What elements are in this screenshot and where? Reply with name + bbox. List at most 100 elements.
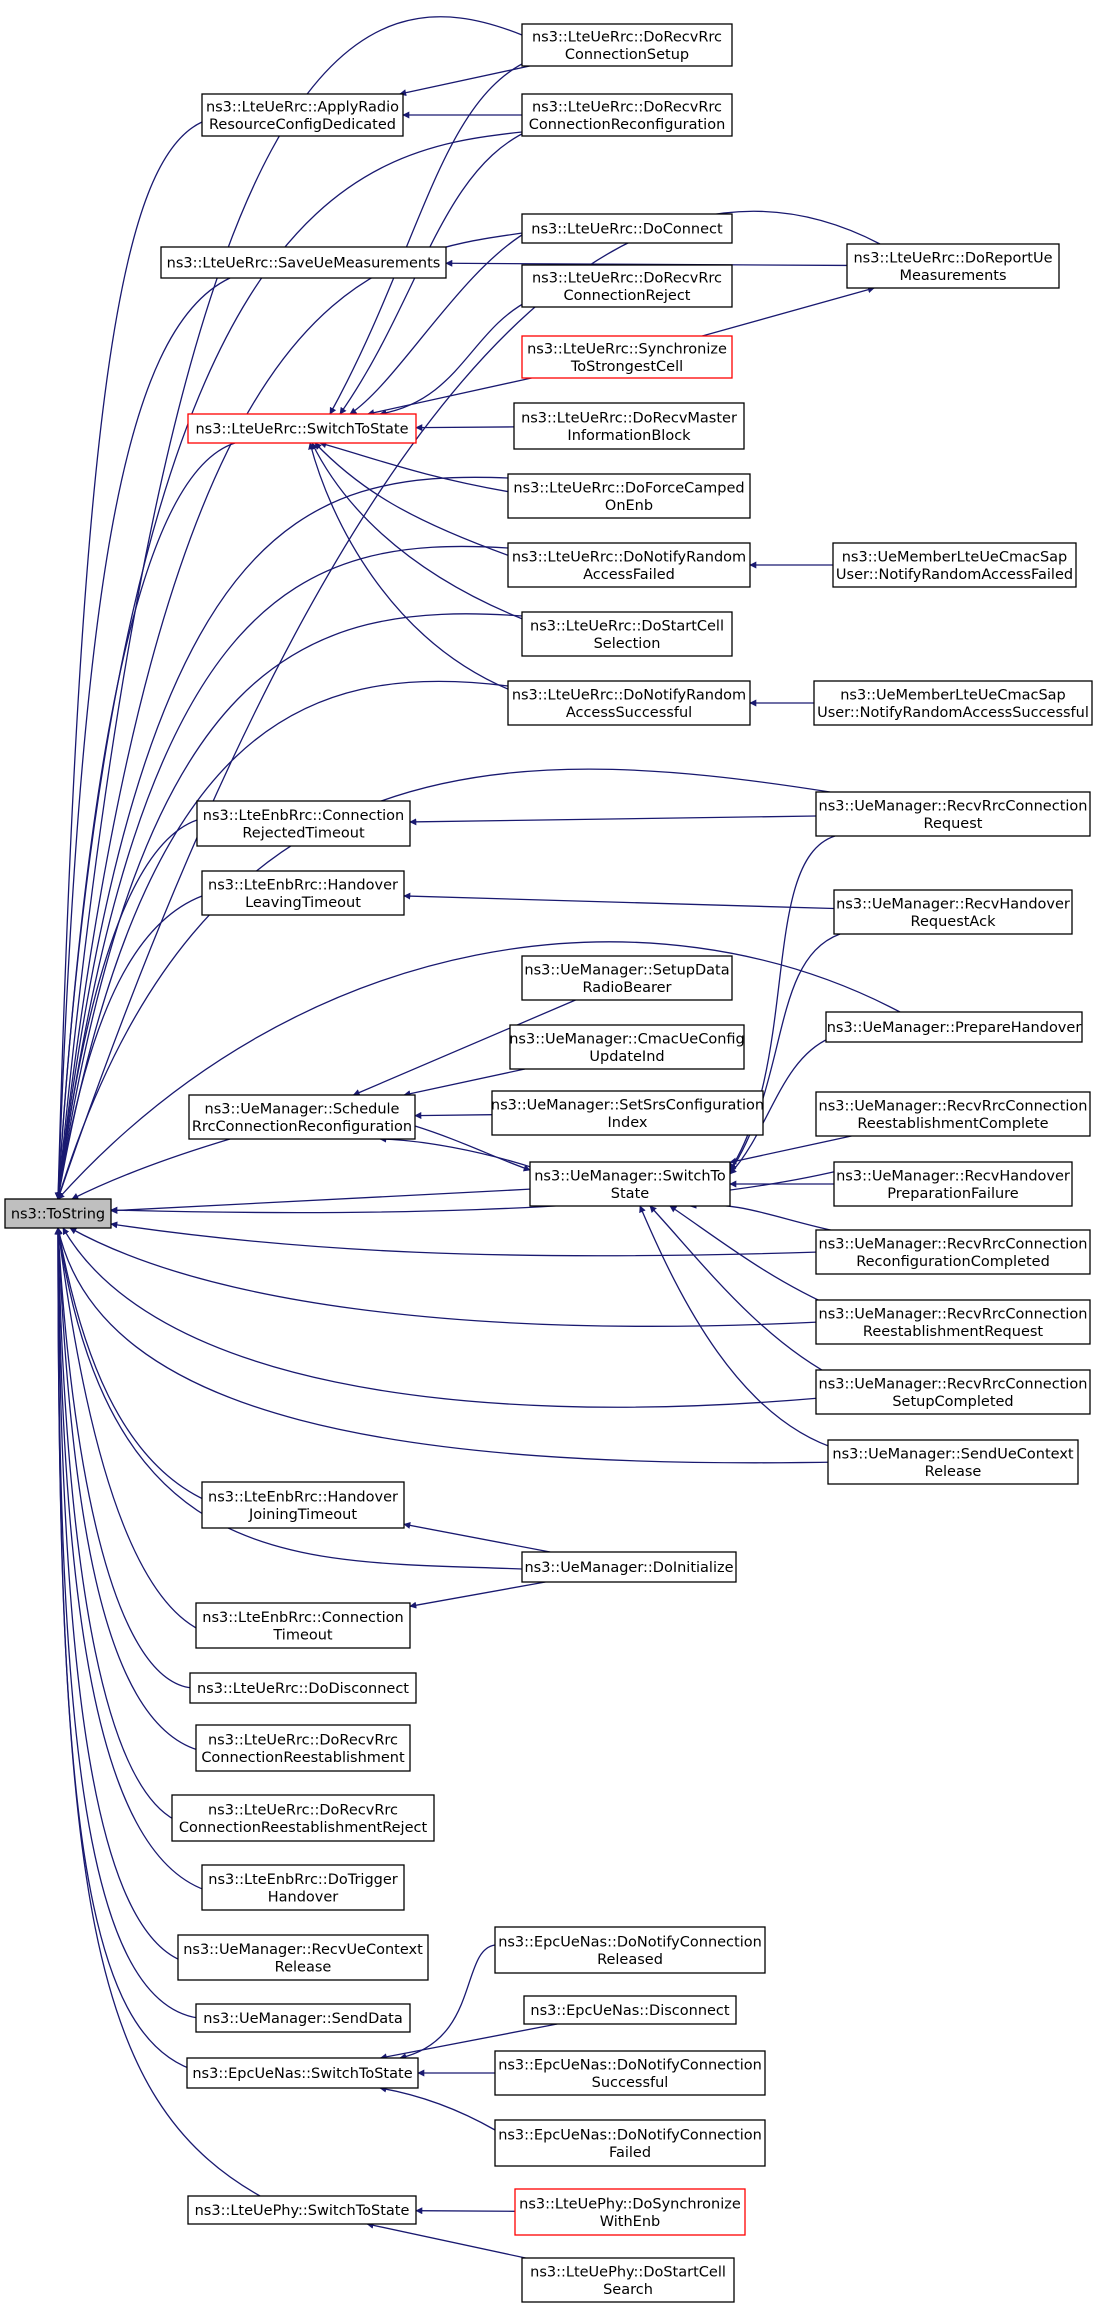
edge-umswitch-to-schedule bbox=[379, 1135, 541, 1171]
node-label: LeavingTimeout bbox=[245, 895, 361, 911]
node-cmacfailed[interactable]: ns3::UeMemberLteUeCmacSapUser::NotifyRan… bbox=[832, 542, 1077, 588]
node-label: ReestablishmentComplete bbox=[857, 1116, 1048, 1132]
node-doinitialize[interactable]: ns3::UeManager::DoInitialize bbox=[521, 1551, 737, 1583]
node-nassuccessful[interactable]: ns3::EpcUeNas::DoNotifyConnectionSuccess… bbox=[494, 2050, 766, 2096]
node-box bbox=[494, 1926, 766, 1974]
node-nasdisconnect[interactable]: ns3::EpcUeNas::Disconnect bbox=[523, 1995, 737, 2025]
node-label: Failed bbox=[609, 2145, 651, 2161]
node-preparehandover[interactable]: ns3::UeManager::PrepareHandover bbox=[825, 1011, 1083, 1043]
node-label: ns3::EpcUeNas::DoNotifyConnection bbox=[498, 2127, 762, 2143]
edge-reject-to-ueswitch bbox=[379, 299, 531, 417]
node-label: ns3::UeManager::RecvHandover bbox=[836, 896, 1070, 912]
node-schedule[interactable]: ns3::UeManager::ScheduleRrcConnectionRec… bbox=[188, 1094, 416, 1140]
node-setupcompleted[interactable]: ns3::UeManager::RecvRrcConnectionSetupCo… bbox=[815, 1369, 1091, 1415]
node-box bbox=[195, 1724, 411, 1772]
edge-reconfig-to-ueswitch bbox=[339, 129, 531, 415]
node-box bbox=[815, 1091, 1091, 1137]
node-label: PreparationFailure bbox=[887, 1186, 1019, 1202]
node-tostring[interactable]: ns3::ToString bbox=[4, 1198, 112, 1229]
node-label: ns3::LteUeRrc::DoRecvRrc bbox=[208, 1802, 398, 1818]
node-label: ConnectionReject bbox=[564, 288, 691, 304]
edge-reestreject-to-tostring bbox=[54, 1227, 176, 1821]
node-physwitch[interactable]: ns3::LteUePhy::SwitchToState bbox=[187, 2195, 417, 2225]
node-label: ns3::UeManager::Schedule bbox=[205, 1101, 400, 1117]
node-label: ns3::LteUeRrc::DoConnect bbox=[531, 222, 723, 238]
graph-nodes: ns3::ToStringns3::LteUeRrc::DoRecvRrcCon… bbox=[4, 23, 1093, 2303]
node-reconfcompleted[interactable]: ns3::UeManager::RecvRrcConnectionReconfi… bbox=[815, 1229, 1091, 1275]
node-box bbox=[521, 1551, 737, 1583]
node-ueswitch[interactable]: ns3::LteUeRrc::SwitchToState bbox=[187, 413, 417, 444]
node-umswitch[interactable]: ns3::UeManager::SwitchToState bbox=[529, 1161, 731, 1207]
node-reestcomplete[interactable]: ns3::UeManager::RecvRrcConnectionReestab… bbox=[815, 1091, 1091, 1137]
node-label: ns3::EpcUeNas::DoNotifyConnection bbox=[498, 1934, 762, 1950]
node-box bbox=[523, 1995, 737, 2025]
node-synchronize[interactable]: ns3::LteUeRrc::SynchronizeToStrongestCel… bbox=[521, 335, 733, 379]
node-label: ResourceConfigDedicated bbox=[209, 117, 396, 133]
node-label: Request bbox=[924, 816, 983, 832]
node-box bbox=[171, 1794, 435, 1842]
node-applyradio[interactable]: ns3::LteUeRrc::ApplyRadioResourceConfigD… bbox=[201, 93, 404, 137]
node-dodisconnect[interactable]: ns3::LteUeRrc::DoDisconnect bbox=[189, 1672, 417, 1704]
node-rasuccess[interactable]: ns3::LteUeRrc::DoNotifyRandomAccessSucce… bbox=[507, 680, 751, 726]
node-reestablishment[interactable]: ns3::LteUeRrc::DoRecvRrcConnectionReesta… bbox=[195, 1724, 411, 1772]
edge-physwitch-to-tostring bbox=[54, 1227, 261, 2197]
node-label: ns3::LteUeRrc::DoRecvRrc bbox=[532, 99, 722, 115]
node-saveue[interactable]: ns3::LteUeRrc::SaveUeMeasurements bbox=[160, 246, 447, 279]
node-reestrequest[interactable]: ns3::UeManager::RecvRrcConnectionReestab… bbox=[815, 1299, 1091, 1345]
node-nasreleased[interactable]: ns3::EpcUeNas::DoNotifyConnectionRelease… bbox=[494, 1926, 766, 1974]
edge-recvrrcreq-to-rejtimeout bbox=[409, 815, 817, 826]
node-label: ns3::UeManager::PrepareHandover bbox=[827, 1020, 1082, 1036]
edge-reconfcompleted-to-tostring bbox=[110, 1221, 821, 1257]
node-label: ConnectionSetup bbox=[565, 47, 689, 63]
node-label: ns3::LteUeRrc::DoNotifyRandom bbox=[512, 549, 746, 565]
edge-dodisconnect-to-tostring bbox=[54, 1227, 193, 1689]
node-box bbox=[201, 1481, 405, 1529]
node-mib[interactable]: ns3::LteUeRrc::DoRecvMasterInformationBl… bbox=[513, 402, 745, 450]
node-label: SetupCompleted bbox=[892, 1394, 1013, 1410]
node-senddata[interactable]: ns3::UeManager::SendData bbox=[195, 2003, 411, 2033]
node-box bbox=[195, 1602, 411, 1649]
node-nasswitch[interactable]: ns3::EpcUeNas::SwitchToState bbox=[186, 2057, 419, 2089]
node-box bbox=[507, 542, 751, 588]
node-reconfig[interactable]: ns3::LteUeRrc::DoRecvRrcConnectionReconf… bbox=[521, 93, 733, 137]
node-rafailed[interactable]: ns3::LteUeRrc::DoNotifyRandomAccessFaile… bbox=[507, 542, 751, 588]
node-box bbox=[815, 1299, 1091, 1345]
node-label: ns3::EpcUeNas::DoNotifyConnection bbox=[498, 2057, 762, 2073]
node-doconnect[interactable]: ns3::LteUeRrc::DoConnect bbox=[521, 213, 733, 244]
node-box bbox=[187, 413, 417, 444]
node-prepfailure[interactable]: ns3::UeManager::RecvHandoverPreparationF… bbox=[833, 1161, 1073, 1207]
node-box bbox=[521, 2257, 735, 2303]
node-box bbox=[188, 1094, 416, 1140]
node-label: Measurements bbox=[899, 268, 1006, 284]
node-label: AccessFailed bbox=[583, 567, 675, 583]
node-label: ns3::UeManager::RecvRrcConnection bbox=[819, 1098, 1088, 1114]
node-reestreject[interactable]: ns3::LteUeRrc::DoRecvRrcConnectionReesta… bbox=[171, 1794, 435, 1842]
node-cmacsuccess[interactable]: ns3::UeMemberLteUeCmacSapUser::NotifyRan… bbox=[813, 680, 1093, 726]
node-label: ns3::UeManager::RecvRrcConnection bbox=[819, 1306, 1088, 1322]
node-box bbox=[846, 243, 1060, 289]
edge-reportue-to-saveue bbox=[445, 259, 848, 267]
edge-setupdrb-to-schedule bbox=[352, 999, 576, 1096]
node-box bbox=[507, 680, 751, 726]
node-rejtimeout[interactable]: ns3::LteEnbRrc::ConnectionRejectedTimeou… bbox=[196, 800, 411, 847]
node-label: ns3::LteUePhy::DoStartCell bbox=[530, 2264, 726, 2280]
